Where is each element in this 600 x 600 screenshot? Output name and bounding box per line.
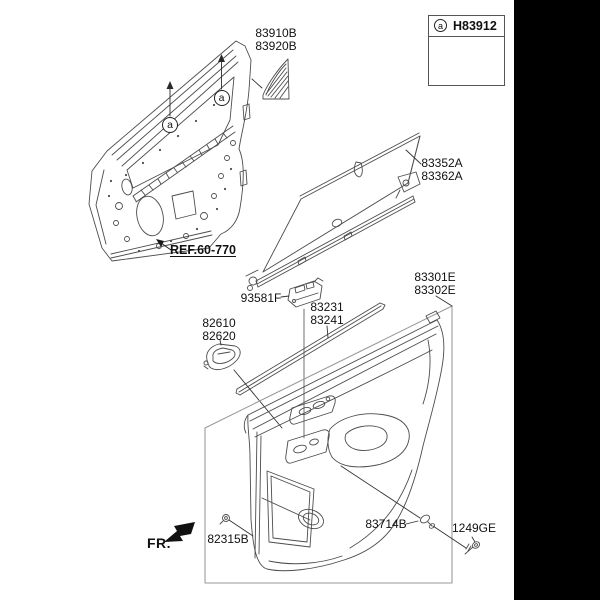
- label-switch: 93581F: [241, 292, 282, 305]
- fr-arrow: [164, 522, 195, 542]
- part-number: 83352A: [421, 156, 463, 170]
- label-belt-molding: 83231 83241: [310, 301, 343, 326]
- marker-a-door-1: a: [162, 117, 178, 133]
- label-trim-panel: 83301E 83302E: [414, 271, 455, 296]
- trim-panel-art: [243, 310, 445, 572]
- garnish-art: [251, 58, 290, 100]
- part-number: 82610: [202, 316, 236, 330]
- marker-a-door-2: a: [213, 90, 230, 106]
- switch-art: [280, 277, 324, 439]
- enclosure-box: [204, 305, 453, 584]
- part-number: 82620: [202, 328, 236, 343]
- marker-a-badge: a: [434, 19, 447, 32]
- label-screw-1249ge: 1249GE: [452, 522, 496, 535]
- part-number: 1249GE: [451, 521, 497, 535]
- label-sunshade: 83352A 83362A: [421, 157, 462, 182]
- part-number: 83241: [310, 312, 344, 327]
- part-number: 83714B: [365, 517, 407, 531]
- belt-molding-art: [235, 302, 386, 396]
- part-number: 83301E: [414, 270, 456, 284]
- part-number: 83362A: [421, 168, 463, 183]
- marker-arrows: [166, 54, 225, 117]
- direction-text: FR.: [146, 535, 172, 551]
- door-shell-art: [88, 40, 252, 262]
- sunshade-art: [245, 132, 422, 291]
- label-ref-60-770: REF.60-770: [170, 244, 236, 257]
- fastener-art: [219, 465, 481, 555]
- inside-handle-art: [203, 339, 283, 429]
- part-number: 83231: [310, 300, 344, 314]
- part-number: 83920B: [255, 38, 297, 53]
- label-clip-83714b: 83714B: [365, 518, 406, 531]
- right-black-band: [514, 0, 600, 600]
- ref-box-h83912: a H83912: [428, 15, 505, 86]
- part-number: 93581F: [240, 291, 282, 305]
- part-number: 83910B: [255, 26, 297, 40]
- label-garnish: 83910B 83920B: [255, 27, 296, 52]
- part-number: 82315B: [207, 532, 249, 546]
- label-inside-handle: 82610 82620: [202, 317, 235, 342]
- ref-box-header: a H83912: [429, 16, 504, 37]
- ref-arrow: [156, 239, 172, 251]
- part-number: H83912: [453, 19, 497, 33]
- label-screw-82315b: 82315B: [207, 533, 248, 546]
- reference-text: REF.60-770: [169, 243, 237, 257]
- part-number: 83302E: [414, 282, 456, 297]
- label-fr-direction: FR.: [146, 535, 172, 551]
